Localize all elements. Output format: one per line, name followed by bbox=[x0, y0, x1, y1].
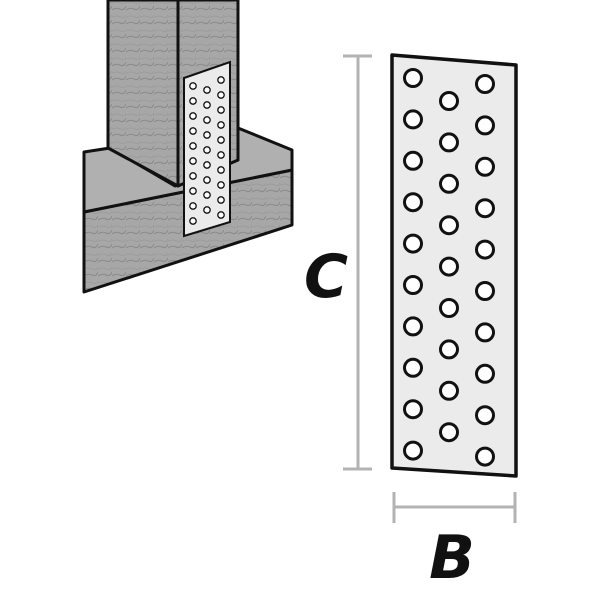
mounted-plate-hole bbox=[217, 151, 225, 159]
mounted-plate-hole bbox=[217, 121, 225, 129]
plate-hole bbox=[403, 316, 423, 337]
plate-hole bbox=[439, 339, 459, 360]
plate-hole bbox=[475, 281, 495, 301]
plate-hole bbox=[475, 405, 495, 426]
mounted-plate-hole bbox=[203, 191, 211, 199]
mounted-plate-hole bbox=[189, 202, 197, 210]
mounted-plate-hole bbox=[189, 217, 197, 225]
plate-hole bbox=[439, 91, 459, 111]
plate-hole bbox=[403, 68, 423, 88]
mounted-plate-hole bbox=[189, 142, 197, 150]
mounted-plate-hole bbox=[203, 206, 211, 214]
plate-hole bbox=[439, 298, 459, 318]
dimension-label-b: B bbox=[429, 523, 475, 593]
mounted-plate-hole bbox=[217, 106, 225, 114]
mounted-plate-hole bbox=[203, 101, 211, 109]
mounted-plate-hole bbox=[189, 97, 197, 105]
plate-hole bbox=[475, 239, 495, 260]
plate-hole bbox=[403, 150, 423, 171]
mounted-plate-hole bbox=[203, 131, 211, 139]
mounted-plate-hole bbox=[203, 176, 211, 184]
plate-hole bbox=[439, 132, 459, 153]
plate-hole bbox=[403, 357, 423, 378]
plate-hole bbox=[439, 256, 459, 277]
dimension-label-c: C bbox=[304, 242, 348, 312]
plate-hole bbox=[439, 380, 459, 401]
mounted-plate-hole bbox=[217, 196, 225, 204]
perforated-plate-detail bbox=[390, 53, 518, 478]
plate-hole bbox=[475, 115, 495, 136]
plate-hole bbox=[403, 440, 423, 461]
dimension-c: C bbox=[304, 54, 372, 471]
mounted-plate-hole bbox=[217, 211, 225, 219]
mounted-plate-hole bbox=[189, 187, 197, 195]
mounted-plate-hole bbox=[189, 112, 197, 120]
plate-hole bbox=[475, 363, 495, 384]
mounted-plate-hole bbox=[203, 116, 211, 124]
mounted-plate-hole bbox=[203, 86, 211, 94]
plate-hole bbox=[403, 399, 423, 420]
plate-hole bbox=[439, 422, 459, 443]
plate-hole bbox=[475, 446, 495, 467]
plate-hole bbox=[439, 173, 459, 194]
mounted-plate-hole bbox=[217, 76, 225, 84]
wood-assembly bbox=[82, 0, 294, 294]
mounted-plate-hole bbox=[217, 181, 225, 189]
plate-hole bbox=[475, 198, 495, 219]
mounted-plate-hole bbox=[217, 166, 225, 174]
mounted-plate-hole bbox=[203, 146, 211, 154]
plate-hole bbox=[475, 156, 495, 177]
mounted-plate-hole bbox=[189, 127, 197, 135]
mounted-plate-hole bbox=[217, 91, 225, 99]
plate-hole bbox=[475, 322, 495, 343]
mounted-plate-hole bbox=[217, 136, 225, 144]
plate-holes bbox=[403, 68, 495, 467]
mounted-plate-holes bbox=[189, 76, 225, 225]
mounted-plate-hole bbox=[203, 161, 211, 169]
plate-hole bbox=[403, 192, 423, 213]
dimension-b: B bbox=[392, 492, 517, 593]
plate-hole bbox=[475, 74, 495, 94]
mounted-plate-hole bbox=[189, 172, 197, 180]
plate-hole bbox=[439, 215, 459, 236]
mounted-plate-hole bbox=[189, 157, 197, 165]
plate-hole bbox=[403, 275, 423, 295]
mounted-plate-hole bbox=[189, 82, 197, 90]
plate-hole bbox=[403, 109, 423, 130]
plate-hole bbox=[403, 233, 423, 254]
